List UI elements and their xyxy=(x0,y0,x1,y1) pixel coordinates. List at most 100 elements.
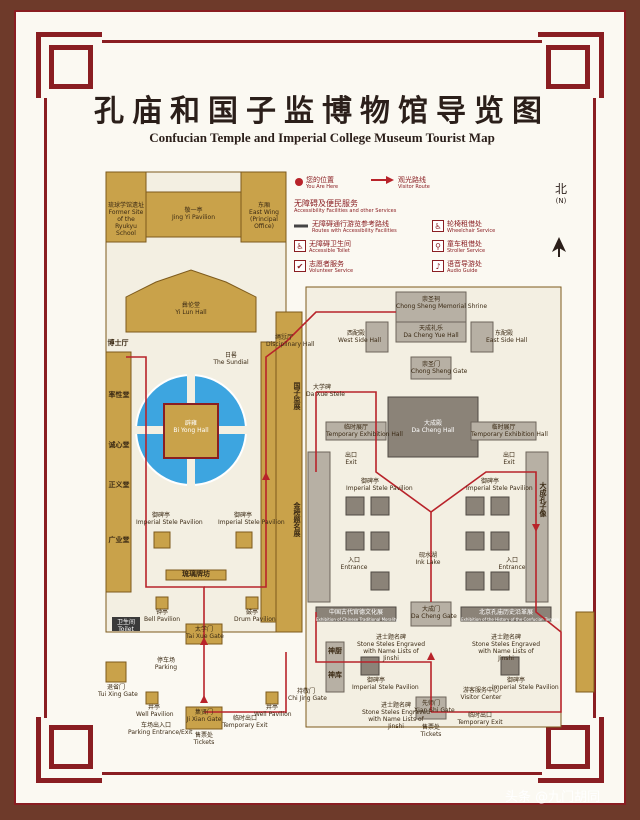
legend-accessibility-heading-zh: 无障碍及便民服务 xyxy=(294,199,358,208)
label-exhibit-exam: 金榜题名展 xyxy=(293,502,301,537)
stroller-icon: ⚲ xyxy=(432,240,444,252)
legend-visitor-route: 观光路线 Visitor Route xyxy=(398,176,430,190)
label-chongsheng-gate-zh: 崇圣门 xyxy=(421,361,440,368)
label-car-entry-zh: 车场出入口 xyxy=(140,722,171,729)
label-bell-en: Bell Pavilion xyxy=(144,616,181,623)
label-daxue-stele-zh: 大学碑 xyxy=(312,384,331,391)
map-board: 孔庙和国子监博物馆导览图 Confucian Temple and Imperi… xyxy=(14,10,626,805)
label-toilet-en: Toilet xyxy=(118,626,134,633)
label-tickets-right-zh: 售票处 xyxy=(421,724,440,731)
chongsheng-shrine-building xyxy=(395,291,467,323)
east-wing-building xyxy=(240,171,287,243)
label-dacheng-gate-zh: 大成门 xyxy=(421,606,440,613)
audio-guide-icon: ♪ xyxy=(432,260,444,272)
well-pavilion-left xyxy=(145,691,159,705)
toilet-icon: ♿ xyxy=(294,240,306,252)
legend-stroller-zh: 童车租借处 xyxy=(447,240,482,248)
label-exit-2-zh: 出口 xyxy=(502,452,515,459)
label-ancient-exhibit-en: Exhibition of Chinese Traditional Morali… xyxy=(316,617,398,622)
legend-accessible-routes: 无障碍通行游览参考路线 Routes with Accessibility Fa… xyxy=(312,220,397,234)
temple-stele-pavilions xyxy=(345,496,510,591)
label-chongsheng-gate-en: Chong Sheng Gate xyxy=(411,368,468,375)
north-arrow-icon xyxy=(552,237,566,252)
visitor-route xyxy=(126,311,562,713)
label-biyong-en: Bi Yong Hall xyxy=(173,427,209,434)
label-chijing-gate-zh: 持敬门 xyxy=(296,688,315,695)
label-tablet-right-zh: 御碑亭 xyxy=(233,512,252,519)
label-toilet-zh: 卫生间 xyxy=(116,619,135,626)
glazed-archway xyxy=(165,569,227,581)
label-exit-2-en: Exit xyxy=(503,459,515,466)
stele-pavilion-bottom-right xyxy=(500,656,520,676)
label-yilun-zh: 彝伦堂 xyxy=(181,302,200,309)
bell-pavilion xyxy=(155,596,169,610)
legend-volunteer-zh: 志愿者服务 xyxy=(309,260,344,268)
tuixing-gate xyxy=(105,661,127,683)
label-temp-exit-left-zh: 临时出口 xyxy=(232,715,257,722)
west-corridor-building xyxy=(307,451,331,603)
label-stone-classics: 大成孔子像 xyxy=(539,482,547,517)
legend-wheelchair: ♿ 轮椅租借处 Wheelchair Service xyxy=(432,220,495,234)
label-tuixing-gate-zh: 退省门 xyxy=(106,684,125,691)
label-tickets-right-en: Tickets xyxy=(420,731,442,738)
legend-you-are-here-en: You Are Here xyxy=(306,184,339,190)
label-well-left-zh: 井亭 xyxy=(147,704,160,711)
label-east-wing-zh: 东厢 xyxy=(257,202,270,209)
label-temp-exit-left-en: Temporary Exit xyxy=(222,722,268,729)
legend-accessibility-heading-en: Accessibility Facilities and other Servi… xyxy=(294,208,397,214)
label-east-side-zh: 东配殿 xyxy=(494,330,513,337)
dacheng-yue-hall-building xyxy=(395,321,467,343)
legend-accessible-toilet: ♿ 无障碍卫生间 Accessible Toilet xyxy=(294,240,351,254)
legend-accessible-toilet-en: Accessible Toilet xyxy=(309,248,350,254)
label-yubei-bottom-left-en: Imperial Stele Pavilion xyxy=(352,684,419,691)
label-jinshi-right-en: Stone Steles Engraved with Name Lists of… xyxy=(471,641,541,662)
label-drum-en: Drum Pavilion xyxy=(234,616,276,623)
dacheng-gate-building xyxy=(410,601,452,627)
map-title-zh: 孔庙和国子监博物馆导览图 xyxy=(94,94,550,129)
stele-pavilion-left xyxy=(153,531,171,549)
label-temp-hall-left-zh: 临时展厅 xyxy=(343,424,368,431)
legend-wheelchair-en: Wheelchair Service xyxy=(447,228,496,234)
frame-corner-bottom-right xyxy=(538,717,604,783)
label-ink-lake-zh: 砚水湖 xyxy=(418,552,437,559)
label-history-exhibit-zh: 北京孔庙历史沿革展 xyxy=(478,609,533,616)
east-side-hall-building xyxy=(470,321,494,353)
legend-visitor-route-en: Visitor Route xyxy=(398,184,430,190)
label-ancient-exhibit-zh: 中国古代官德文化展 xyxy=(328,609,383,616)
map-title-en: Confucian Temple and Imperial College Mu… xyxy=(149,130,495,145)
label-temp-hall-left-en: Temporary Exhibition Hall xyxy=(326,431,403,438)
label-stele-right-en: Imperial Stele Pavilion xyxy=(466,485,533,492)
label-temp-hall-right-zh: 临时展厅 xyxy=(491,424,516,431)
label-west-side-zh: 西配殿 xyxy=(346,330,365,337)
watermark: 头条 @九门胡同 xyxy=(505,790,601,805)
label-tuixing-gate-en: Tui Xing Gate xyxy=(98,691,138,698)
label-exit-1-en: Exit xyxy=(345,459,357,466)
label-exhibit-college: 国子监展 xyxy=(293,382,301,410)
label-tiandi-en: Da Cheng Yue Hall xyxy=(403,332,459,339)
label-tickets-left-en: Tickets xyxy=(193,739,215,746)
label-dacheng-hall-en: Da Cheng Hall xyxy=(411,427,455,434)
label-jinshi-bottom-en: Stone Steles Engraved with Name Lists of… xyxy=(361,709,431,730)
legend-you-are-here: 您的位置 You Are Here xyxy=(306,176,338,190)
label-jixian-gate-en: Ji Xian Gate xyxy=(186,716,222,723)
history-exhibition-building xyxy=(460,606,552,622)
